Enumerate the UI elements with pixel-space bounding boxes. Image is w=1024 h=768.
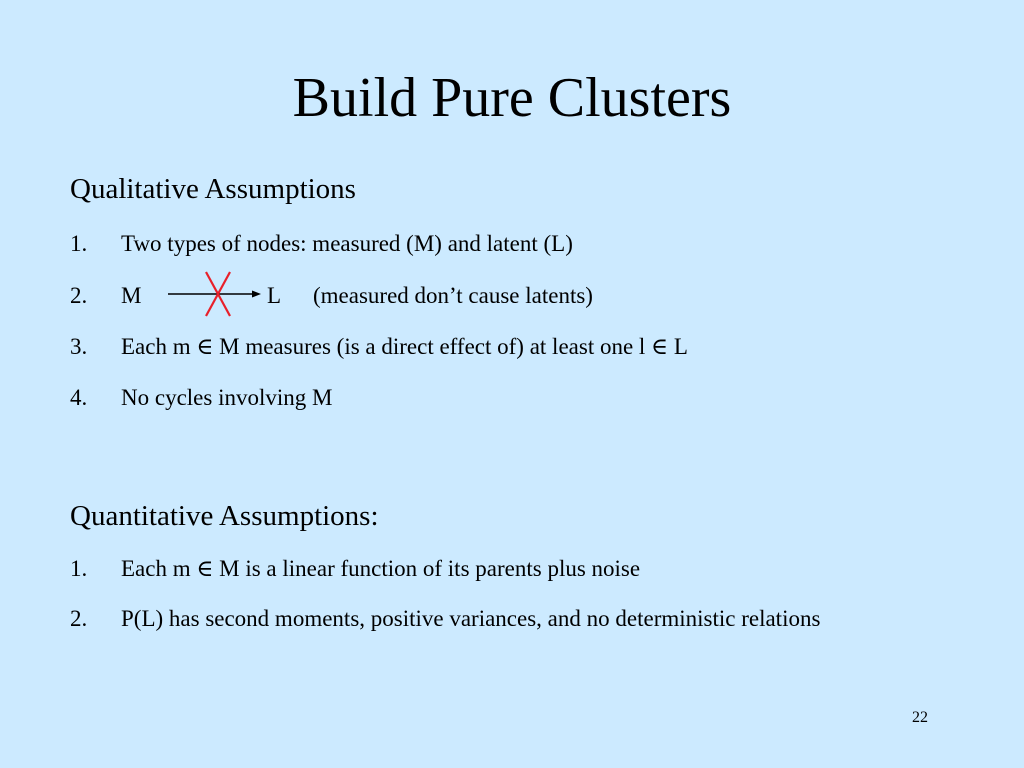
item-number: 3. bbox=[70, 334, 88, 359]
item-number: 2. bbox=[70, 283, 88, 308]
item-text: Each m ∈ M measures (is a direct effect … bbox=[121, 334, 688, 359]
item-text: P(L) has second moments, positive varian… bbox=[121, 606, 821, 631]
item-number: 1. bbox=[70, 556, 88, 581]
quantitative-heading: Quantitative Assumptions: bbox=[70, 500, 379, 532]
item-text: Each m ∈ M is a linear function of its p… bbox=[121, 556, 641, 581]
item-number: 2. bbox=[70, 606, 88, 631]
page-number: 22 bbox=[912, 709, 928, 726]
item-number: 1. bbox=[70, 231, 88, 256]
item-note: (measured don’t cause latents) bbox=[313, 283, 593, 308]
item-text: Two types of nodes: measured (M) and lat… bbox=[121, 231, 573, 256]
item-number: 4. bbox=[70, 385, 88, 410]
latent-node-label: L bbox=[267, 283, 282, 308]
qualitative-heading: Qualitative Assumptions bbox=[70, 173, 356, 205]
measured-node-label: M bbox=[121, 283, 142, 308]
crossed-arrow-icon bbox=[168, 271, 261, 317]
slide-title: Build Pure Clusters bbox=[292, 67, 732, 129]
item-text: No cycles involving M bbox=[121, 385, 333, 410]
